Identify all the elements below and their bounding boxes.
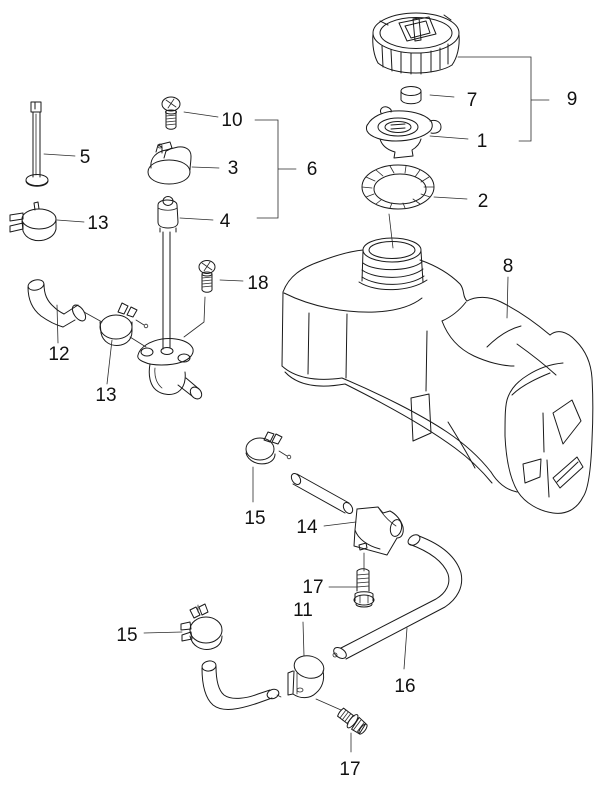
leader-16	[403, 627, 408, 670]
callout-1[interactable]: 1	[477, 131, 488, 152]
leader-2	[433, 196, 468, 200]
part-17-bolt-lower	[337, 707, 368, 735]
callout-2[interactable]: 2	[478, 191, 489, 212]
callout-15-lower[interactable]: 15	[116, 625, 137, 646]
callout-labels: 10 3 6 4 5 13 18 12 13 7 9 1 2 8 15 14 1…	[48, 89, 577, 780]
assembly-line-2-neck	[388, 213, 394, 249]
part-15-clamp-upper	[245, 431, 292, 465]
part-12-elbow-hose	[27, 279, 87, 328]
callout-4[interactable]: 4	[220, 211, 231, 232]
part-10-screw	[161, 96, 181, 130]
callout-6[interactable]: 6	[307, 159, 318, 180]
callout-14[interactable]: 14	[296, 517, 318, 538]
part-5-pin	[25, 101, 49, 187]
callout-12[interactable]: 12	[48, 344, 69, 365]
callout-10[interactable]: 10	[221, 110, 242, 131]
leader-18	[219, 279, 244, 282]
leader-13-lower	[106, 339, 113, 385]
assembly-line-11-17	[315, 698, 342, 711]
callout-17-lower[interactable]: 17	[339, 759, 360, 780]
callout-15-upper[interactable]: 15	[244, 508, 265, 529]
part-1-cap-plate	[365, 106, 442, 159]
part-8-fuel-tank	[281, 237, 594, 514]
leader-15-lower	[143, 631, 183, 634]
part-3-knob	[147, 141, 192, 185]
leader-14	[323, 521, 357, 527]
leader-7	[429, 94, 455, 98]
callout-13-lower[interactable]: 13	[95, 385, 116, 406]
part-16-hose	[332, 534, 463, 660]
leader-4	[179, 217, 214, 221]
bracket-9	[457, 56, 550, 142]
part-14-bracket	[290, 472, 404, 556]
part-4-tube	[157, 196, 179, 350]
leader-11	[302, 621, 305, 657]
bottom-elbow-hose	[201, 660, 282, 710]
part-11-clamp	[287, 655, 325, 699]
part-fuel-cap	[372, 12, 460, 75]
callout-5[interactable]: 5	[80, 147, 91, 168]
leader-3	[191, 166, 220, 169]
part-18-screw	[198, 260, 216, 293]
leader-lines	[43, 56, 550, 753]
part-2-lock-ring	[361, 164, 435, 210]
assembly-line-18-petcock	[183, 296, 206, 338]
callout-7[interactable]: 7	[467, 90, 478, 111]
bracket-6	[254, 119, 297, 219]
leader-8	[506, 276, 509, 319]
part-7-inner-cap	[400, 86, 422, 105]
leader-5	[43, 153, 76, 157]
assembly-line-12-13	[83, 311, 147, 348]
callout-8[interactable]: 8	[503, 256, 514, 277]
part-13-clamp-lower	[99, 302, 149, 346]
callout-9[interactable]: 9	[567, 89, 578, 110]
callout-18[interactable]: 18	[247, 273, 268, 294]
petcock-assembly	[137, 338, 203, 400]
part-17-bolt-upper	[353, 568, 375, 608]
callout-11[interactable]: 11	[293, 600, 313, 621]
leader-1	[429, 135, 469, 140]
part-15-clamp-lower	[180, 603, 223, 650]
callout-3[interactable]: 3	[228, 158, 239, 179]
leader-12	[56, 304, 59, 344]
leader-10	[183, 111, 219, 118]
callout-13-upper[interactable]: 13	[87, 213, 108, 234]
callout-17-upper[interactable]: 17	[302, 577, 323, 598]
callout-16[interactable]: 16	[394, 676, 415, 697]
leader-13-upper	[56, 219, 85, 223]
part-13-clamp-upper	[9, 201, 57, 242]
